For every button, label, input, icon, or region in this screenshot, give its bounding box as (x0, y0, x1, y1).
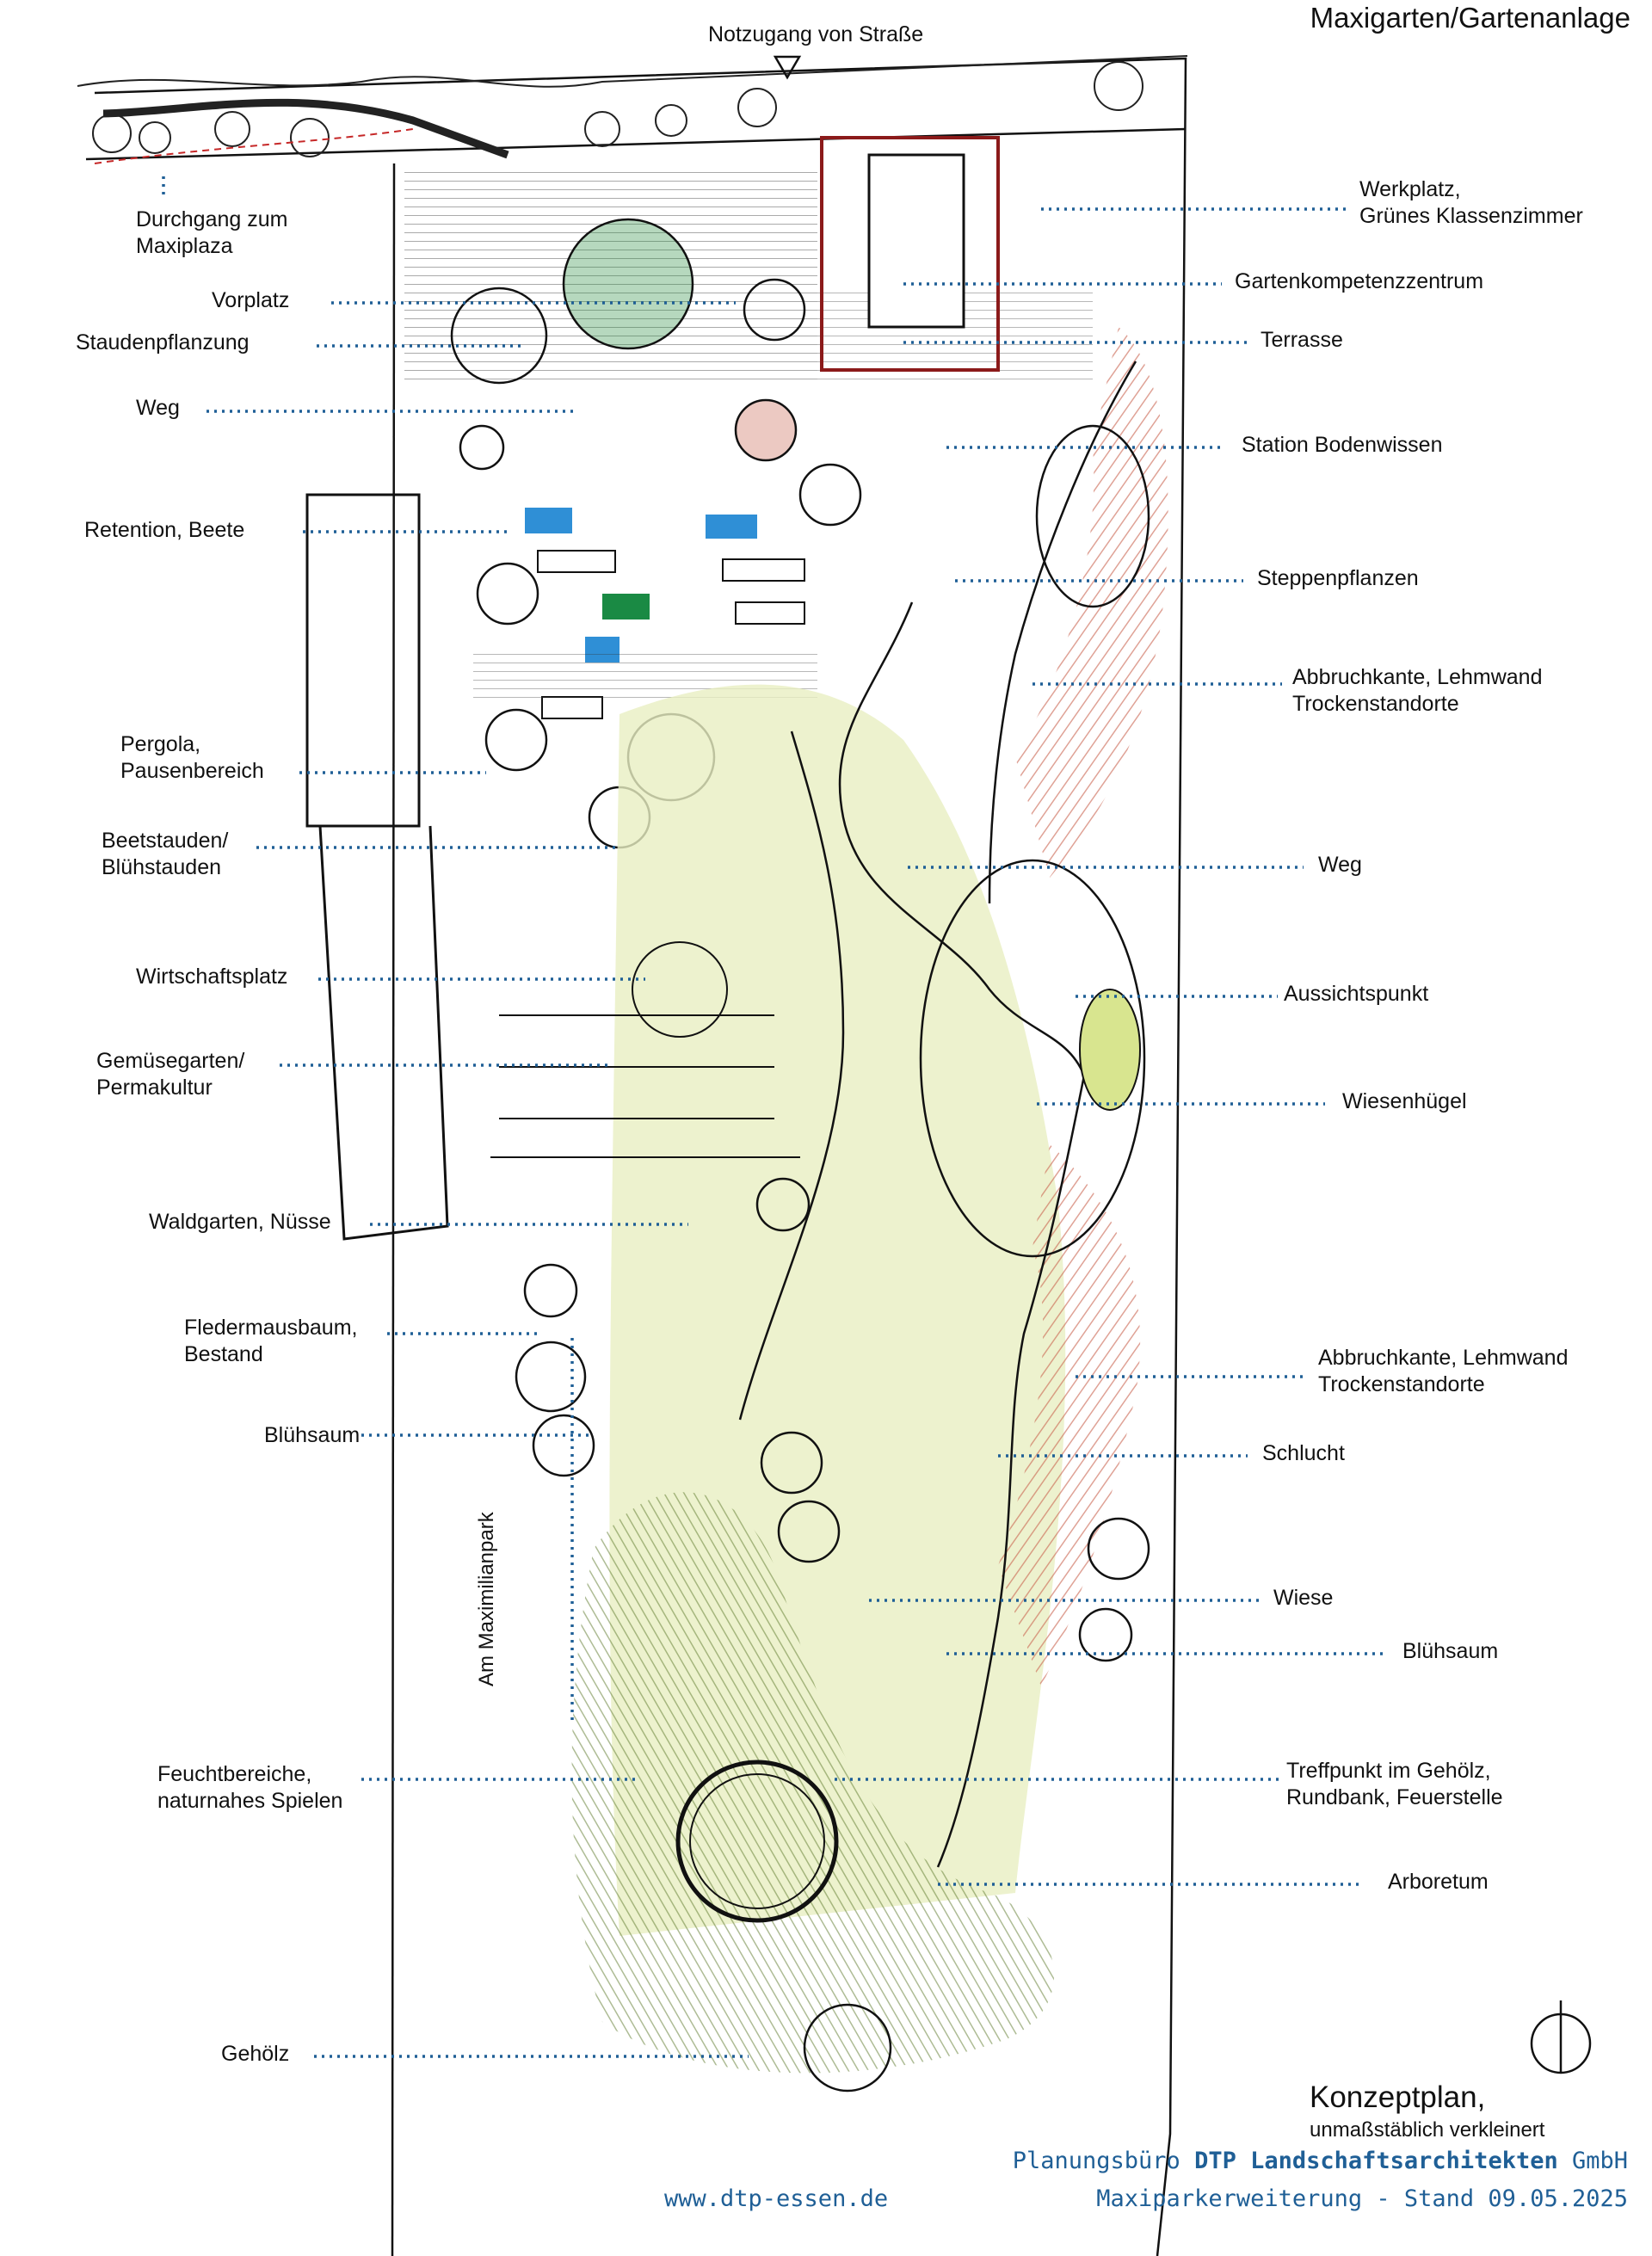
concept-subtitle: unmaßstäblich verkleinert (1310, 2118, 1545, 2142)
meadow-hill (919, 859, 1146, 1258)
label-fledermausbaum: Fledermausbaum,Bestand (184, 1316, 358, 1366)
trees-woodland (515, 1177, 1150, 2093)
leader-lines-left (162, 176, 749, 2058)
viewpoint (1079, 989, 1141, 1111)
label-terrasse: Terrasse (1261, 328, 1343, 352)
concept-title: Konzeptplan, (1310, 2080, 1486, 2114)
label-werkplatz: Werkplatz,Grünes Klassenzimmer (1359, 177, 1583, 228)
label-weg-left: Weg (136, 396, 180, 420)
label-waldgarten: Waldgarten, Nüsse (149, 1210, 331, 1234)
label-staudenpflanzung: Staudenpflanzung (76, 330, 250, 354)
meeting-point-circle (675, 1760, 839, 1923)
pergola (305, 493, 449, 1241)
label-wiese: Wiese (1273, 1586, 1334, 1610)
label-schlucht: Schlucht (1262, 1441, 1345, 1465)
path-network (738, 361, 1137, 1868)
vorplatz-hatch (404, 172, 817, 387)
concept-caption: Konzeptplan, unmaßstäblich verkleinert (1310, 2080, 1544, 2142)
label-aussichtspunkt: Aussichtspunkt (1284, 982, 1429, 1006)
label-feuchtbereiche: Feuchtbereiche,naturnahes Spielen (157, 1762, 343, 1813)
site-boundary (85, 57, 1187, 2256)
access-label: Notzugang von Straße (708, 22, 924, 46)
label-gartenkompetenz: Gartenkompetenzzentrum (1235, 269, 1484, 293)
label-wirtschaftsplatz: Wirtschaftsplatz (136, 965, 288, 989)
meeting-point-inner (689, 1773, 825, 1909)
vegetable-garden (490, 941, 800, 1158)
garden-centre-building (820, 136, 1000, 372)
label-arboretum: Arboretum (1388, 1870, 1489, 1894)
label-bodenwissen: Station Bodenwissen (1242, 433, 1443, 457)
label-gemuesegarten: Gemüsegarten/Permakultur (96, 1049, 245, 1100)
label-bluehsaum-left: Blühsaum (264, 1423, 361, 1447)
loam-wall-slope (1015, 327, 1168, 878)
label-vorplatz: Vorplatz (212, 288, 290, 312)
leader-lines-right (835, 207, 1385, 1886)
north-hedge (77, 55, 1188, 159)
page-title: Maxigarten/Gartenanlage (1310, 2, 1630, 34)
label-bluehsaum-right: Blühsaum (1402, 1639, 1499, 1663)
loam-wall-slope-2 (998, 1144, 1141, 1686)
footer-office: Planungsbüro DTP Landschaftsarchitekten … (1012, 2148, 1628, 2174)
access-arrow-icon (773, 55, 802, 80)
label-weg-right: Weg (1318, 853, 1362, 877)
label-gehoelz: Gehölz (221, 2042, 290, 2066)
label-beetstauden: Beetstauden/Blühstauden (102, 829, 229, 879)
label-pergola: Pergola,Pausenbereich (120, 732, 264, 783)
north-arrow-icon (1530, 2000, 1592, 2074)
retention-beds (473, 508, 817, 719)
maxiplaza-passage (94, 128, 414, 164)
trees-forecourt (450, 218, 862, 849)
label-wiesenhuegel: Wiesenhügel (1342, 1089, 1467, 1113)
street-label: Am Maximilianpark (475, 1512, 498, 1686)
steppe-mound (1035, 424, 1150, 608)
footer-web: www.dtp-essen.de (664, 2185, 889, 2212)
footer-project: Maxiparkerweiterung - Stand 09.05.2025 (1096, 2185, 1628, 2212)
label-treffpunkt: Treffpunkt im Gehölz,Rundbank, Feuerstel… (1286, 1759, 1503, 1809)
label-retention: Retention, Beete (84, 518, 245, 542)
label-steppenpflanzen: Steppenpflanzen (1257, 566, 1419, 590)
